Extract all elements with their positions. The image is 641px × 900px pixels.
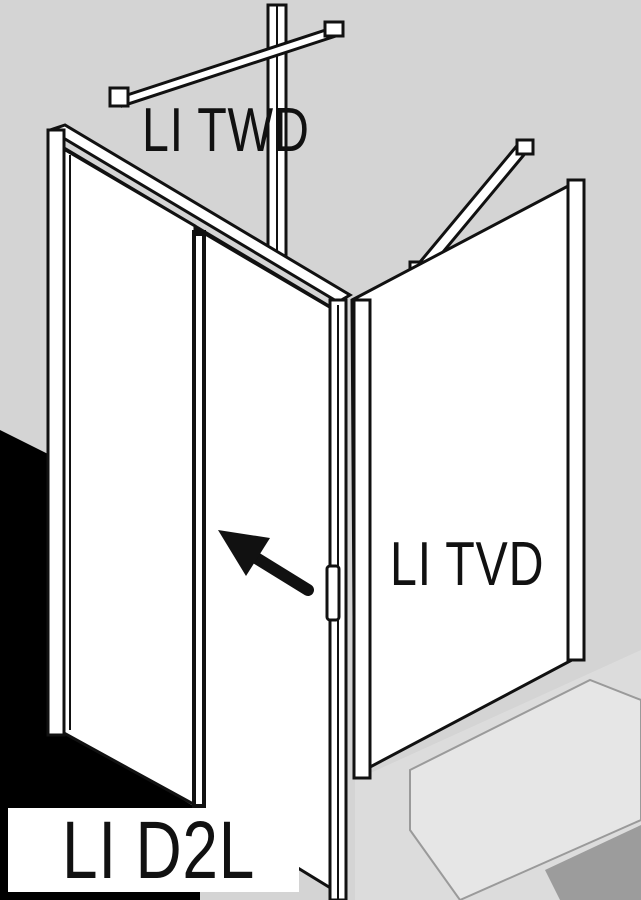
stabiliser-clamp-left [108,86,130,108]
label-door: LI D2L [62,805,256,896]
door-fixed-panel [60,145,197,808]
sliding-panel-edge-highlight [196,236,202,804]
shower-tray [409,678,641,900]
tray-drain-shadow [545,825,641,900]
door-top-rail [46,123,353,304]
side-panel-profile-left [352,298,372,780]
label-side-panel: LI TVD [390,530,545,599]
door-handle [325,564,341,622]
wall-profile-left [46,128,66,737]
label-back-panel: LI TWD [142,96,310,165]
floor-left-dark [0,430,50,900]
stabiliser-clamp-right [323,20,345,38]
side-panel-profile-right [566,178,586,662]
stabiliser-clamp-side-end [515,138,535,156]
label-door-box [8,808,299,892]
slide-direction-arrow-head [218,530,270,576]
